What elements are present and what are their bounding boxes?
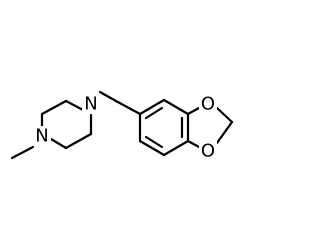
benzene-double-bond-2 (144, 135, 164, 149)
piperazine-bond-2 (40, 99, 68, 116)
dioxole-bond-2 (186, 139, 201, 149)
dioxole-ring (186, 106, 234, 149)
dioxole-bond-4 (215, 120, 234, 145)
atom-label-o-upper: O (201, 94, 215, 115)
benzene-bond-6 (138, 98, 166, 116)
dioxole-bond-3 (215, 106, 234, 124)
benzene-bond-3 (162, 139, 190, 157)
benzene-bond-5 (162, 98, 190, 116)
atom-label-n-benzyl: N (84, 94, 97, 115)
atom-label-o-lower: O (201, 141, 215, 162)
atom-label-n-methyl: N (35, 126, 48, 147)
piperazine-bond-3 (64, 99, 87, 113)
benzene-ring (138, 98, 190, 157)
piperazine-bond-5 (64, 132, 93, 150)
ch2-aryl-bond (114, 99, 142, 116)
benzene-bond-2 (138, 139, 166, 157)
benzene-double-bond-1 (144, 106, 164, 120)
dioxole-bond-1 (186, 106, 201, 116)
piperazine-bond-6 (49, 137, 68, 150)
chemical-structure: N N O O (10, 90, 234, 162)
piperazine-ring (40, 99, 93, 150)
methyl-bond (10, 145, 35, 160)
n-ch2-bond (98, 90, 118, 103)
